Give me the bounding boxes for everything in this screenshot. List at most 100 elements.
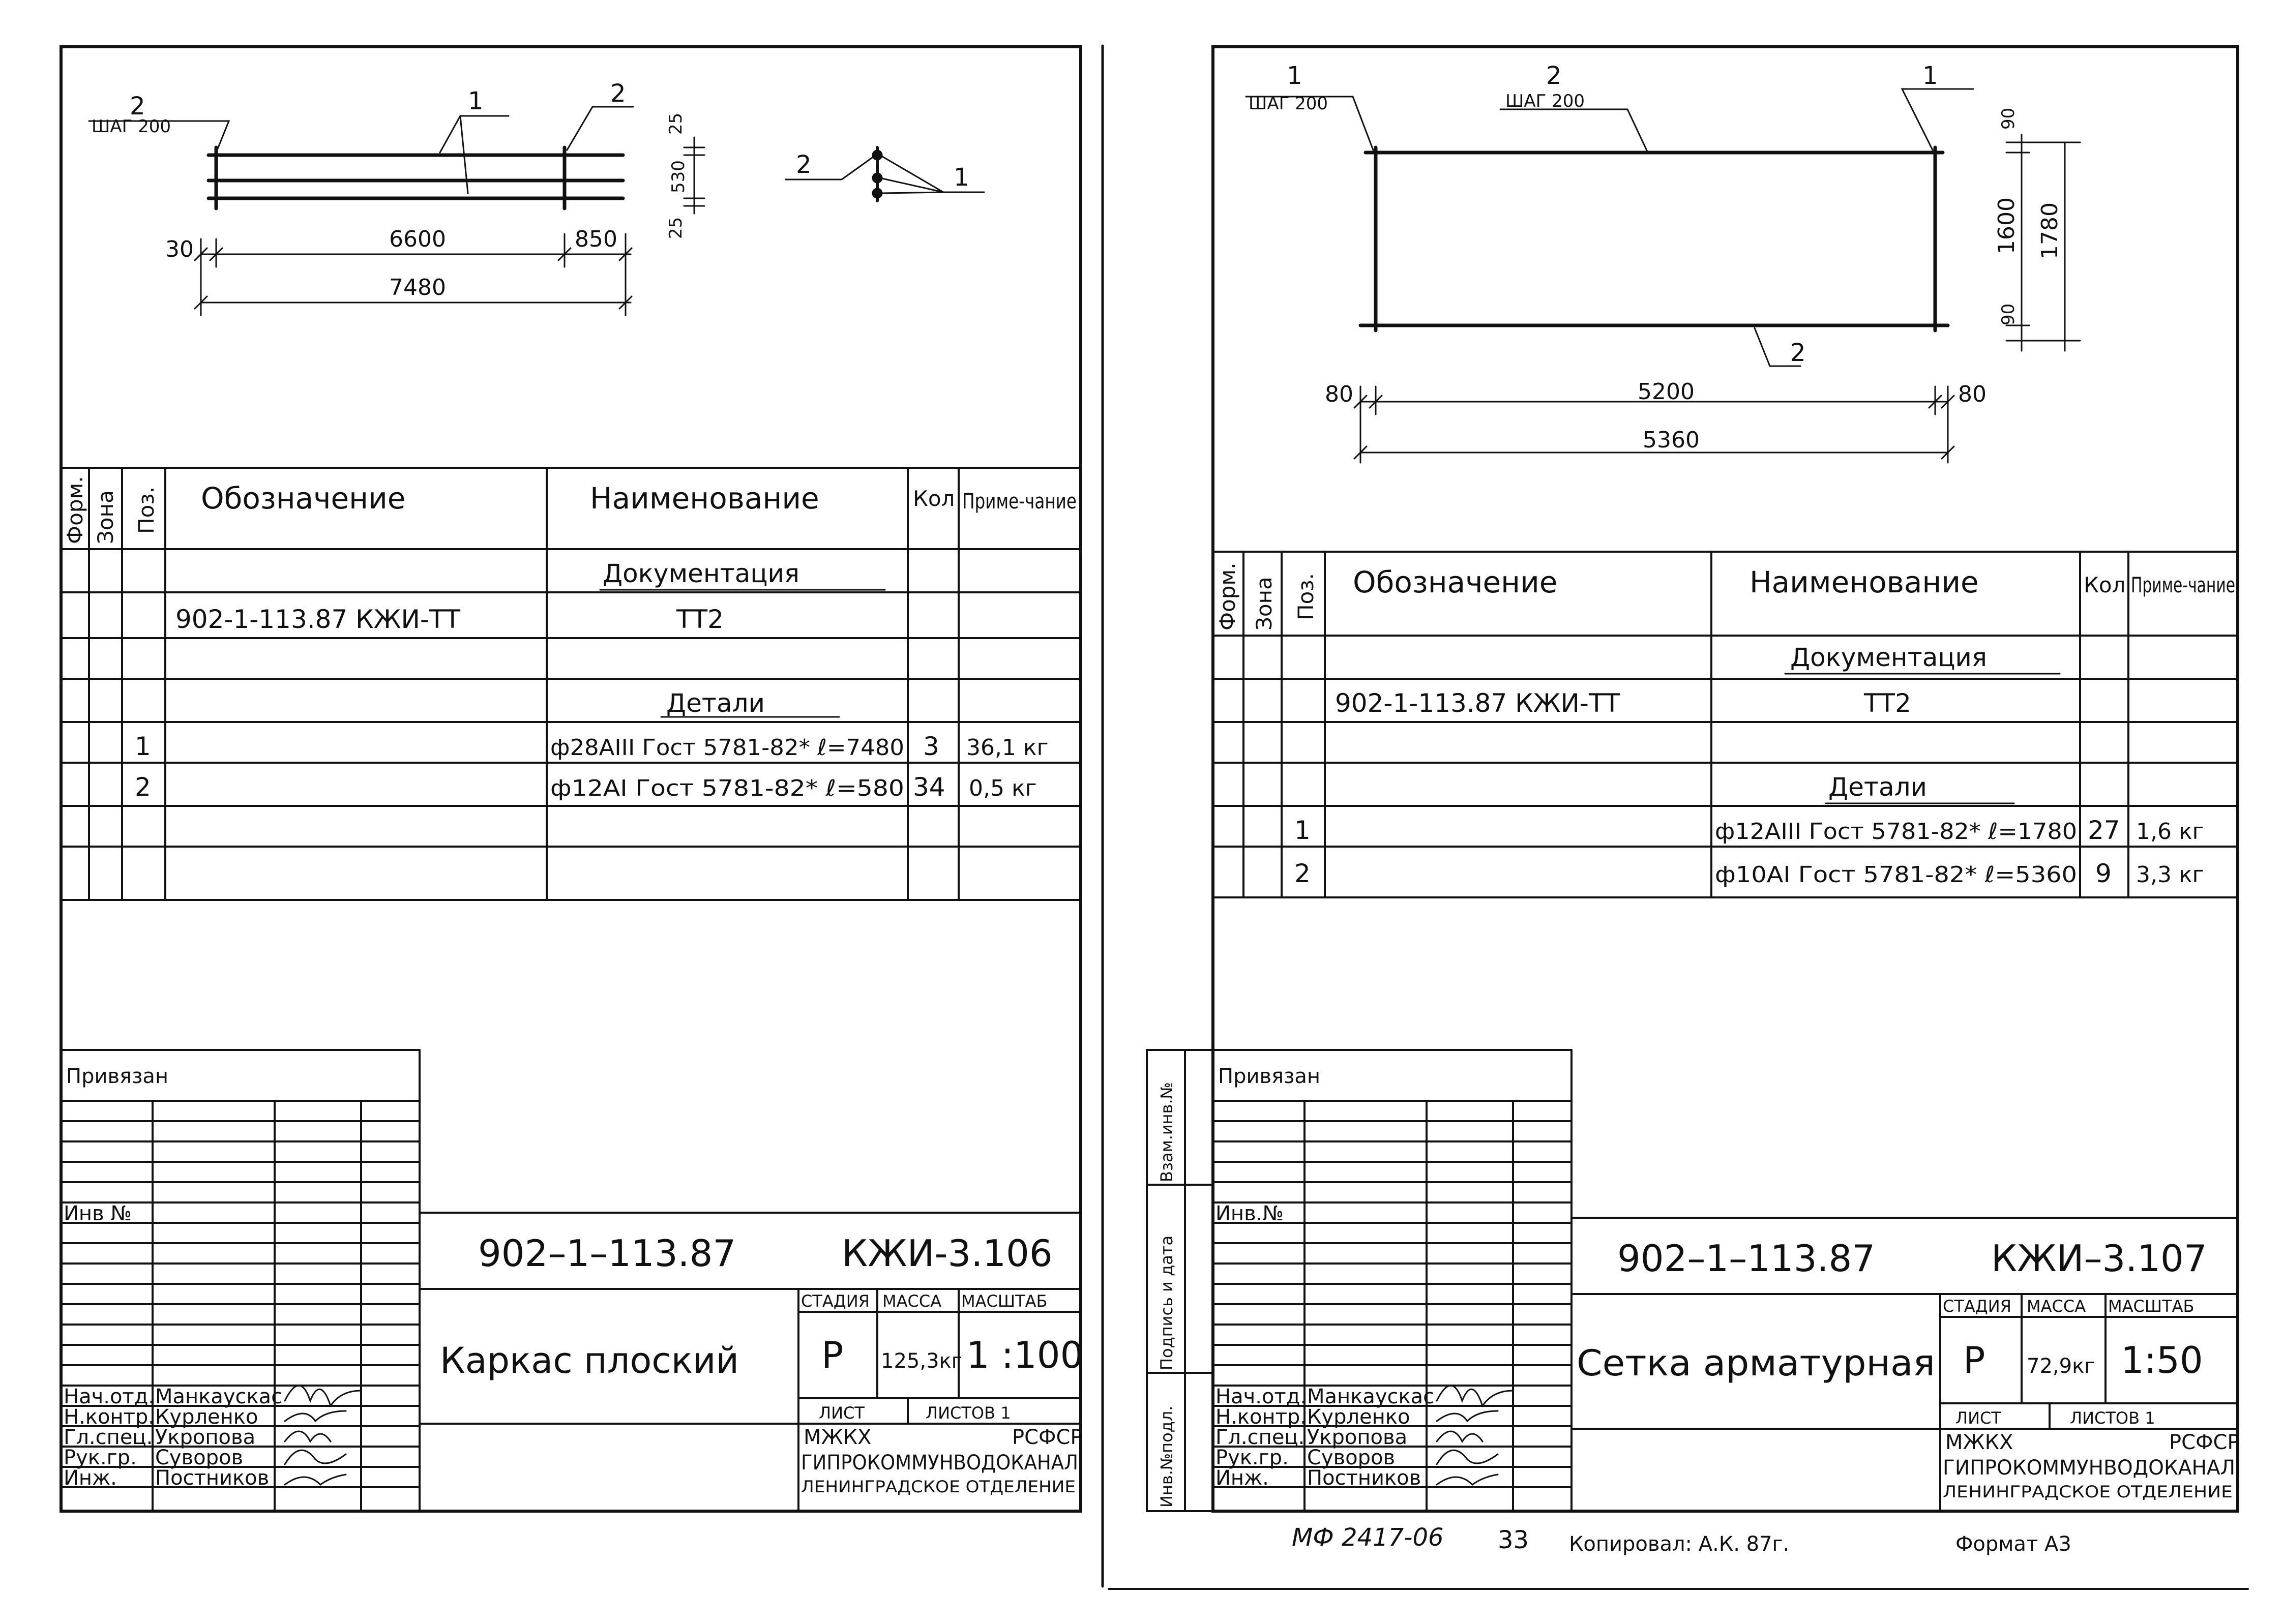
staff-role: Нач.отд. (64, 1385, 155, 1408)
project-number: 902–1–113.87 (1617, 1237, 1875, 1280)
bound-label: Привязан (66, 1065, 168, 1088)
dimension-label: 7480 (389, 275, 446, 300)
drawing-title: Сетка арматурная (1577, 1342, 1935, 1384)
callout-label: 1 (468, 87, 484, 115)
callout-label: ШАГ 200 (1249, 94, 1328, 114)
dimension-label: 90 (1998, 304, 2019, 325)
callout-label: 1 (1922, 62, 1938, 90)
header-name: Наименование (590, 481, 819, 516)
row-qty: 9 (2095, 859, 2112, 888)
staff-name: Курленко (1307, 1405, 1410, 1429)
sheet-1-spec-text: Форм. Зона Поз. Обозначение Наименование… (63, 476, 1077, 802)
callout-label: 2 (610, 79, 626, 108)
staff-role: Н.контр. (64, 1405, 155, 1429)
sheet-1-title-text: Привязан Инв № 902–1–113.87 КЖИ-3.106 Ка… (64, 1065, 1083, 1496)
header-pos: Поз. (134, 487, 159, 534)
callout-label: 1 (954, 163, 969, 192)
row-note: 1,6 кг (2136, 819, 2204, 845)
sheet-1-frame (60, 45, 1082, 1513)
header-qty: Кол (913, 486, 955, 511)
project-number: 902–1–113.87 (478, 1232, 736, 1275)
header-zone: Зона (1252, 577, 1277, 630)
doc-designation: 902-1-113.87 КЖИ-ТТ (175, 605, 461, 634)
sheet-2-frame (1211, 45, 2239, 1513)
row-pos: 1 (1294, 816, 1311, 845)
sheet-1-drawing (88, 106, 985, 316)
dimension-label: 6600 (389, 226, 446, 252)
staff-name: Постников (155, 1466, 269, 1490)
section-parts: Детали (666, 688, 765, 718)
scale-value: 1 :100 (966, 1334, 1083, 1376)
row-note: 0,5 кг (969, 775, 1037, 801)
drawing-code: КЖИ-3.106 (842, 1232, 1053, 1275)
staff-role: Нач.отд. (1215, 1385, 1307, 1408)
inv-label: Инв № (64, 1202, 132, 1225)
sheet-2-drawing-labels: 1 ШАГ 200 2 ШАГ 200 1 2 80 5200 80 5360 … (1249, 62, 2063, 453)
stage-header: СТАДИЯ (801, 1291, 870, 1311)
sheet-header: ЛИСТ (1955, 1408, 2001, 1428)
section-documentation: Документация (1790, 643, 1987, 672)
stage-value: Р (1963, 1339, 1985, 1381)
scale-header: МАСШТАБ (2108, 1297, 2194, 1316)
dimension-label: 80 (1325, 381, 1353, 407)
drawing-code: КЖИ–3.107 (1991, 1237, 2207, 1280)
dimension-label: 1780 (2037, 202, 2063, 259)
dimension-label: 80 (1958, 381, 1986, 407)
stage-value: Р (821, 1334, 843, 1376)
header-pos: Поз. (1293, 573, 1318, 620)
staff-role: Рук.гр. (64, 1446, 137, 1469)
sheets-header: ЛИСТОВ 1 (2070, 1408, 2155, 1428)
callout-label: 1 (1287, 62, 1302, 90)
org-republic: РСФСР (2169, 1431, 2240, 1454)
mass-value: 125,3кг (881, 1349, 962, 1373)
row-qty: 3 (923, 732, 939, 761)
side-signature: Подпись и дата (1157, 1236, 1176, 1370)
header-qty: Кол (2084, 573, 2125, 597)
staff-name: Манкаускас (155, 1385, 282, 1408)
header-form: Форм. (63, 476, 87, 544)
row-name: ф12АI Гост 5781-82* ℓ=580 (550, 775, 904, 801)
row-pos: 1 (135, 732, 151, 761)
doc-designation: 902-1-113.87 КЖИ-ТТ (1335, 688, 1620, 718)
staff-name: Суворов (155, 1446, 243, 1469)
scale-header: МАСШТАБ (961, 1291, 1047, 1311)
org-ministry: МЖКХ (804, 1426, 871, 1449)
sheet-1-drawing-labels: 2 ШАГ 200 1 2 2 1 30 6600 850 7480 25 53… (92, 79, 969, 300)
staff-role: Рук.гр. (1215, 1446, 1289, 1469)
archive-stamp: МФ 2417-06 (1292, 1523, 1444, 1552)
dimension-label: 850 (575, 226, 617, 252)
staff-role: Гл.спец. (1215, 1426, 1304, 1449)
bound-label: Привязан (1218, 1065, 1320, 1088)
dimension-label: 1600 (1994, 197, 2020, 254)
sheet-2-spec-table (1212, 551, 2239, 898)
header-name: Наименование (1750, 565, 1979, 599)
mass-value: 72,9кг (2027, 1355, 2095, 1378)
staff-name: Постников (1307, 1466, 1421, 1490)
row-note: 36,1 кг (966, 735, 1049, 761)
sheet-header: ЛИСТ (819, 1403, 865, 1423)
paper-format: Формат А3 (1955, 1532, 2071, 1556)
callout-label: 2 (1790, 339, 1806, 367)
sheet-2-title-text: Привязан Инв.№ 902–1–113.87 КЖИ–3.107 Се… (1215, 1065, 2240, 1501)
org-institute: ГИПРОКОММУНВОДОКАНАЛ (1943, 1456, 2235, 1480)
row-name: ф12АIII Гост 5781-82* ℓ=1780 (1715, 819, 2077, 845)
staff-name: Манкаускас (1307, 1385, 1434, 1408)
staff-name: Укропова (155, 1426, 255, 1449)
section-parts: Детали (1828, 772, 1927, 802)
header-zone: Зона (93, 490, 118, 544)
callout-label: 2 (1546, 62, 1562, 90)
doc-name: ТТ2 (1863, 688, 1911, 718)
sheet-2: Взам.инв.№ Подпись и дата Инв.№подл. (1146, 45, 2240, 1513)
row-pos: 2 (1294, 859, 1311, 888)
sheet-number: 33 (1498, 1526, 1529, 1554)
staff-name: Укропова (1307, 1426, 1407, 1449)
callout-label: ШАГ 200 (1505, 91, 1585, 111)
row-pos: 2 (135, 772, 151, 802)
mass-header: МАССА (882, 1291, 941, 1311)
section-documentation: Документация (603, 559, 799, 588)
org-republic: РСФСР (1012, 1426, 1083, 1449)
callout-label: 2 (796, 151, 812, 179)
dimension-label: 530 (668, 160, 689, 193)
mass-header: МАССА (2027, 1297, 2086, 1316)
staff-role: Гл.спец. (64, 1426, 153, 1449)
